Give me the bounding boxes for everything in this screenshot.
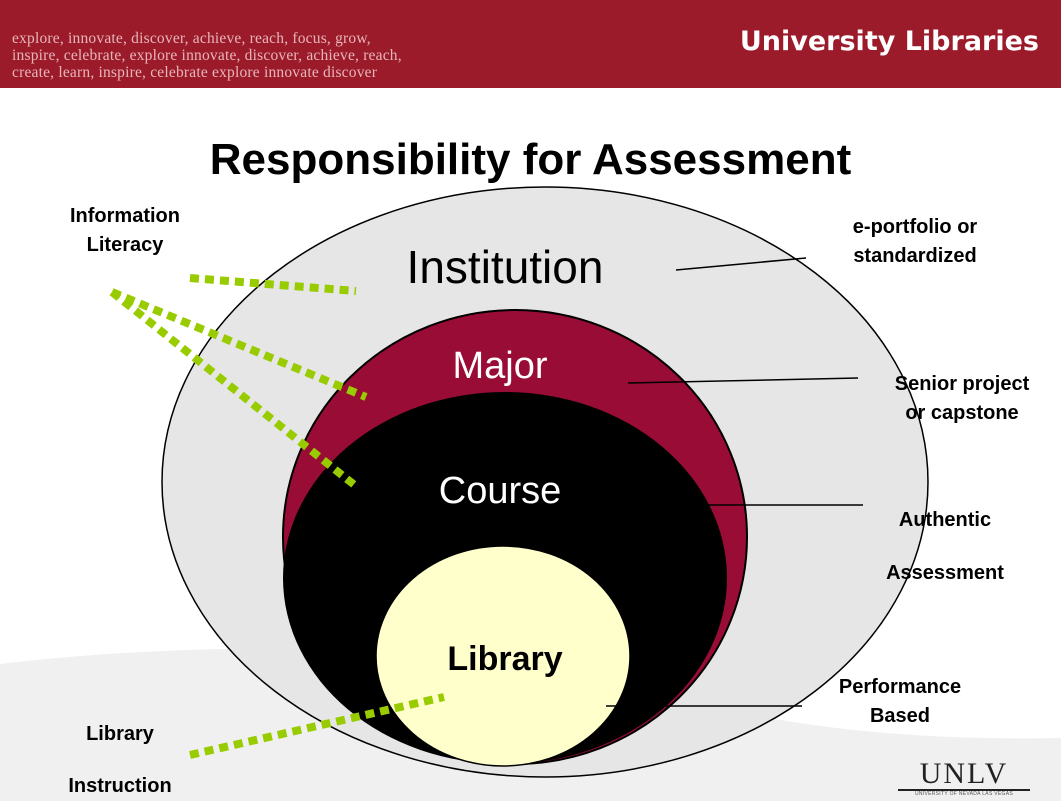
slide-title: Responsibility for Assessment [209,135,852,184]
tagline-line-2: inspire, celebrate, explore innovate, di… [12,47,402,64]
information-literacy-label: Information Literacy [40,202,210,260]
banner-tagline: explore, innovate, discover, achieve, re… [12,30,552,81]
logo-wordmark: UNLV [919,757,1009,790]
information-literacy-line-1: Information [70,205,180,227]
library-instruction-line-2: Instruction [68,775,172,797]
major-label: Major [452,345,548,387]
institution-label: Institution [406,241,604,293]
leader-line-senior-project [627,377,859,384]
senior-project-label: Senior project or capstone [852,370,1061,428]
eportfolio-line-1: e-portfolio or [852,216,978,238]
brand-title: University Libraries [739,26,1039,57]
eportfolio-line-2: standardized [853,245,977,267]
tagline-line-3: create, learn, inspire, celebrate explor… [12,64,378,81]
library-circle [375,545,631,767]
unlv-logo: UNLV UNIVERSITY OF NEVADA LAS VEGAS [898,757,1030,797]
dotted-line-to-major [110,288,368,401]
performance-based-label: Performance Based [780,673,1020,731]
authentic-line-2: Assessment [886,562,1004,584]
eportfolio-label: e-portfolio or standardized [800,213,1030,271]
dotted-line-to-library [189,693,445,759]
dotted-line-to-course [109,288,360,491]
course-label: Course [438,470,562,512]
logo-subtitle: UNIVERSITY OF NEVADA LAS VEGAS [898,789,1030,797]
authentic-assessment-label: Authentic Assessment [840,494,1050,600]
information-literacy-line-2: Literacy [86,234,164,256]
library-label: Library [447,640,563,678]
authentic-line-1: Authentic [898,509,992,531]
senior-project-line-2: or capstone [905,402,1019,424]
library-instruction-label: Library Instruction [30,708,210,812]
dotted-line-to-institution [189,274,357,295]
performance-line-1: Performance [838,676,962,698]
leader-line-eportfolio [675,257,807,271]
tagline-line-1: explore, innovate, discover, achieve, re… [12,30,371,47]
performance-line-2: Based [869,705,931,727]
header-banner: explore, innovate, discover, achieve, re… [0,0,1061,88]
senior-project-line-1: Senior project [894,373,1030,395]
library-instruction-line-1: Library [86,723,154,745]
